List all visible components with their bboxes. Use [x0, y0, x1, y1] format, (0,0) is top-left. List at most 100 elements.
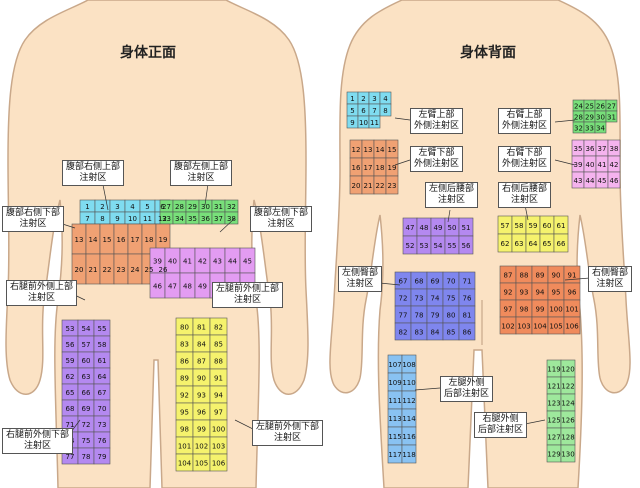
thigh-back-right-cell-number: 123 [547, 400, 560, 408]
buttock-back-left-cell-number: 69 [431, 278, 440, 286]
label-thigh-right-upper: 右腿前外侧上部 注射区 [6, 280, 78, 306]
buttock-back-left-cell-number: 67 [399, 278, 408, 286]
label-waist-left: 左侧后腰部 注射区 [425, 182, 479, 208]
thigh-back-left-cell-number: 117 [388, 451, 401, 459]
buttock-back-right-cell-number: 102 [501, 323, 514, 331]
abd-front-left-upper-cell-number: 34 [175, 215, 184, 223]
arm-back-right-upper-cell-number: 29 [585, 114, 594, 122]
buttock-back-right-cell-number: 103 [517, 323, 530, 331]
thigh-front-right-cell-number: 54 [82, 325, 91, 333]
abd-front-right-lower-cell-number: 16 [117, 236, 126, 244]
arm-back-right-lower-cell-number: 37 [598, 145, 607, 153]
abd-front-right-lower-cell-number: 22 [103, 266, 112, 274]
waist-back-right-cell-number: 65 [543, 240, 552, 248]
buttock-back-right-cell-number: 92 [504, 289, 513, 297]
arm-back-left-lower-cell-number: 17 [364, 164, 373, 172]
arm-back-right-lower-cell-number: 40 [586, 161, 595, 169]
thigh-front-right-cell-number: 68 [66, 405, 75, 413]
thigh-back-left-cell-number: 118 [402, 451, 415, 459]
thigh-back-right-cell-number: 124 [561, 400, 575, 408]
arm-back-right-lower-cell-number: 46 [610, 177, 619, 185]
abd-front-right-upper-cell-number: 4 [130, 203, 135, 211]
thigh-front-left-cell-number: 104 [178, 460, 192, 468]
thigh-front-left-cell-number: 99 [197, 426, 206, 434]
arm-back-right-upper-cell-number: 34 [596, 125, 605, 133]
label-thigh-left-lower: 左腿前外侧下部 注射区 [252, 420, 324, 446]
buttock-back-left-cell-number: 86 [463, 329, 472, 337]
thigh-front-left-cell-number: 80 [180, 324, 189, 332]
arm-back-right-lower-cell-number: 36 [586, 145, 595, 153]
thigh-front-left-cell-number: 100 [212, 426, 225, 434]
arm-back-right-upper-cell-number: 27 [607, 103, 616, 111]
abd-front-right-upper-cell-number: 10 [128, 215, 137, 223]
thigh-front-right-cell-number: 77 [66, 453, 75, 461]
arm-back-right-lower-cell-number: 35 [574, 145, 583, 153]
buttock-back-right-cell-number: 100 [549, 306, 562, 314]
thigh-front-left-cell-number: 84 [197, 341, 206, 349]
thigh-back-left-cell-number: 109 [388, 379, 401, 387]
buttock-back-right-cell-number: 89 [536, 272, 545, 280]
arm-back-left-lower-cell-number: 16 [352, 164, 361, 172]
abd-front-left-upper-cell-number: 35 [188, 215, 197, 223]
buttock-back-left-cell-number: 76 [463, 295, 472, 303]
arm-back-left-lower-cell-number: 21 [364, 182, 373, 190]
abd-front-right-upper-cell-number: 8 [100, 215, 104, 223]
abd-front-right-lower-cell-number: 23 [117, 266, 126, 274]
arm-back-right-upper-cell [594, 121, 607, 134]
abd-front-right-upper-cell-number: 3 [115, 203, 119, 211]
thigh-front-left-cell-number: 102 [195, 443, 208, 451]
arm-back-right-upper-cell-number: 32 [574, 125, 583, 133]
buttock-back-right-cell-number: 93 [520, 289, 529, 297]
buttock-back-left-cell-number: 73 [415, 295, 424, 303]
abd-front-right-lower-cell-number: 26 [159, 266, 168, 274]
buttock-back-right-cell-number: 87 [504, 272, 513, 280]
label-thigh-right-out: 右腿外侧 后部注射区 [474, 412, 528, 438]
arm-back-left-upper-cell-number: 6 [361, 107, 366, 115]
buttock-back-right-cell-number: 95 [552, 289, 561, 297]
waist-back-left-cell-number: 52 [406, 242, 415, 250]
arm-back-left-upper-cell-number: 9 [350, 119, 354, 127]
arm-back-left-upper-cell-number: 11 [370, 119, 379, 127]
abd-front-right-lower-cell-number: 21 [89, 266, 98, 274]
arm-back-left-lower-cell [385, 175, 399, 195]
thigh-back-right-cell-number: 128 [561, 434, 574, 442]
arm-back-left-lower-cell-number: 15 [388, 146, 397, 154]
abd-front-left-lower-cell-number: 39 [153, 258, 162, 266]
thigh-back-left-cell-number: 114 [402, 415, 416, 423]
abd-front-left-lower-cell-number: 43 [213, 258, 222, 266]
label-buttock-right: 右侧臀部 注射区 [588, 266, 633, 292]
arm-back-left-upper-cell-number: 4 [383, 95, 388, 103]
thigh-front-right-cell-number: 79 [98, 453, 107, 461]
thigh-front-left-cell-number: 93 [197, 392, 206, 400]
thigh-back-right-cell-number: 126 [561, 417, 575, 425]
abd-front-left-lower-cell-number: 47 [168, 283, 177, 291]
abd-front-left-lower-cell-number: 40 [168, 258, 177, 266]
arm-back-right-upper-cell-number: 28 [574, 114, 583, 122]
thigh-front-right-cell-number: 75 [82, 437, 91, 445]
arm-back-right-upper-cell-number: 25 [585, 103, 594, 111]
buttock-back-left-cell-number: 84 [431, 329, 440, 337]
abd-front-right-lower-cell-number: 20 [75, 266, 84, 274]
waist-back-right-cell-number: 64 [529, 240, 538, 248]
arm-back-left-lower-cell-number: 12 [352, 146, 361, 154]
abd-front-left-lower-cell-number: 48 [183, 283, 192, 291]
thigh-front-right-cell-number: 78 [82, 453, 91, 461]
arm-back-left-upper-cell-number: 7 [372, 107, 376, 115]
abd-front-right-upper-cell-number: 5 [145, 203, 149, 211]
abd-front-right-upper-cell-number: 11 [143, 215, 152, 223]
buttock-back-right-cell-number: 101 [565, 306, 578, 314]
back-view-title: 身体背面 [460, 45, 516, 61]
label-buttock-left: 左侧臀部 注射区 [338, 266, 383, 292]
thigh-back-left-cell [401, 444, 417, 464]
arm-back-left-lower-cell-number: 20 [352, 182, 361, 190]
thigh-back-right-cell-number: 121 [547, 383, 560, 391]
thigh-front-left-cell-number: 92 [180, 392, 189, 400]
abd-front-right-lower-cell-number: 15 [103, 236, 112, 244]
thigh-front-left-cell-number: 106 [212, 460, 226, 468]
buttock-back-right-cell-number: 96 [568, 289, 577, 297]
abd-front-left-lower-cell-number: 45 [243, 258, 252, 266]
arm-back-right-lower-cell-number: 38 [610, 145, 619, 153]
thigh-back-right-cell-number: 130 [561, 451, 574, 459]
thigh-front-right-cell-number: 72 [82, 421, 91, 429]
